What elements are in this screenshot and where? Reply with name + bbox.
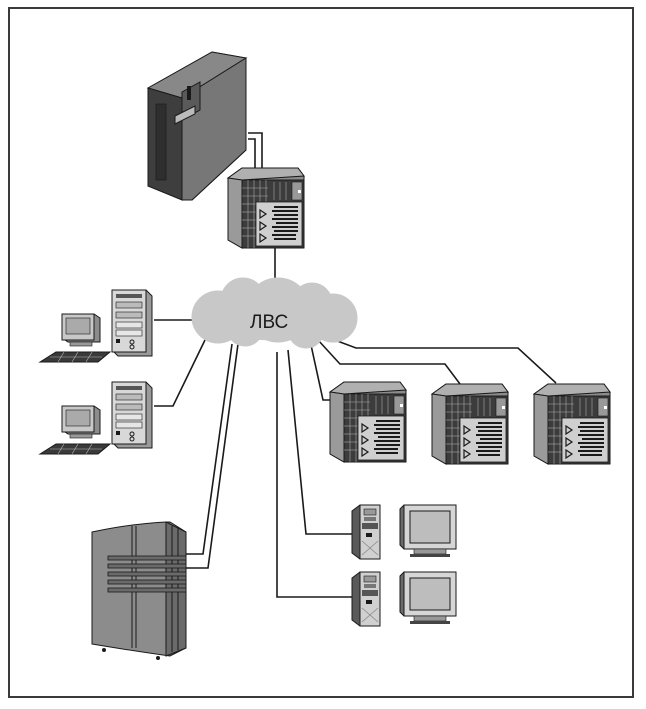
connections xyxy=(154,132,557,598)
lan-label: ЛВС xyxy=(250,312,288,333)
tower-server[interactable] xyxy=(146,51,248,201)
rack-server-top[interactable] xyxy=(227,167,305,249)
edge-tower-to-rack-top xyxy=(248,132,263,172)
pc-2[interactable] xyxy=(351,571,457,627)
lan-cloud[interactable]: ЛВС xyxy=(191,277,358,349)
edge-lan-to-rack-1 xyxy=(310,344,332,401)
edge-lan-to-rack-2 xyxy=(317,339,461,385)
edge-lan-to-pc-2 xyxy=(276,352,352,598)
edge-lan-to-rack-3 xyxy=(323,335,557,384)
edge-tower-to-rack-top-2 xyxy=(248,138,256,172)
edge-mainframe-to-lan xyxy=(185,343,233,555)
workstation-1[interactable] xyxy=(39,289,153,363)
edge-workstation-2-to-lan xyxy=(154,339,206,407)
rack-server-1[interactable] xyxy=(329,381,407,463)
workstation-2[interactable] xyxy=(39,381,153,455)
edge-lan-to-pc-1 xyxy=(287,349,352,535)
edge-mainframe-to-lan-2 xyxy=(185,343,239,569)
mainframe[interactable] xyxy=(91,521,187,660)
rack-server-3[interactable] xyxy=(533,383,611,465)
rack-server-2[interactable] xyxy=(431,383,509,465)
pc-1[interactable] xyxy=(351,504,457,560)
